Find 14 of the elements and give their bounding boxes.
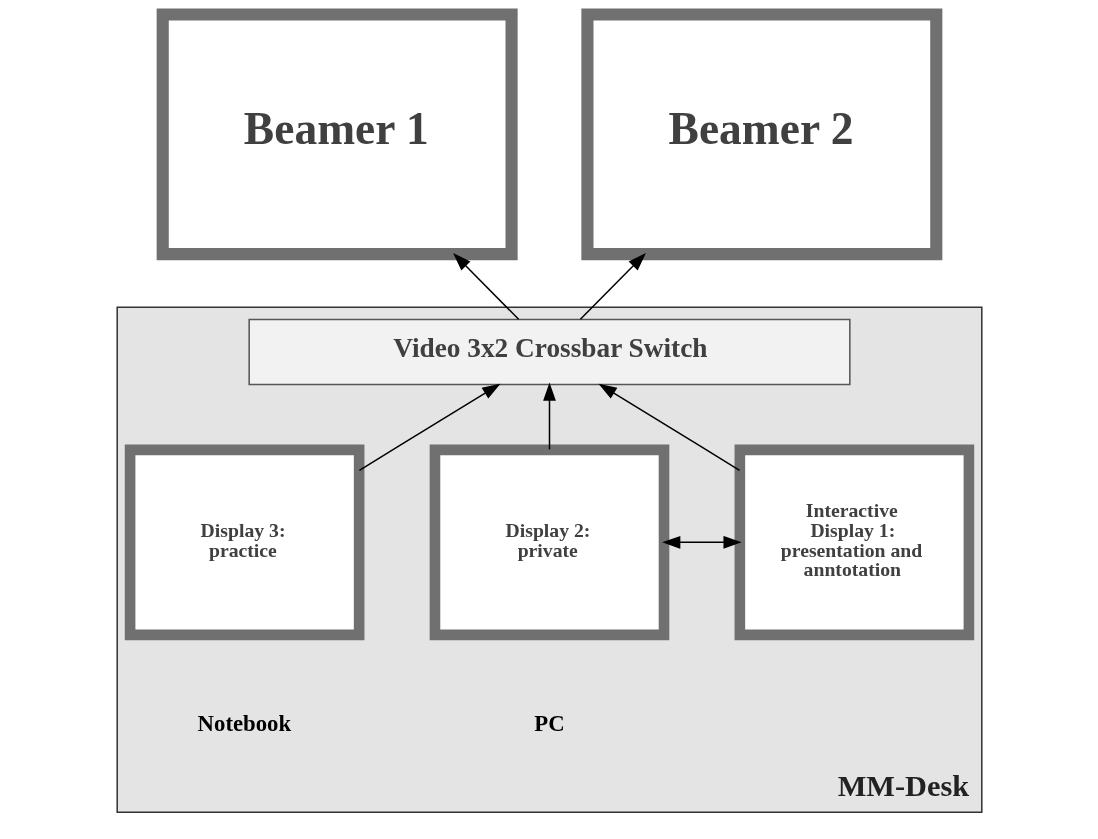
arrow [542,382,556,451]
node-box: Beamer 2 [580,8,942,261]
arrow [358,383,500,472]
arrow [579,253,646,321]
node-box: Beamer 1 [156,8,518,261]
arrow [661,535,742,549]
arrow [598,383,740,472]
arrow [452,253,519,321]
label: Notebook [197,711,291,737]
node-box: Interactive Display 1: presentation and anntotation [734,444,974,641]
label: PC [533,711,565,737]
node-box: Display 2: private [429,444,669,641]
node-box: Video 3x2 Crossbar Switch [247,318,851,386]
node-box: Display 3: practice [124,444,364,641]
